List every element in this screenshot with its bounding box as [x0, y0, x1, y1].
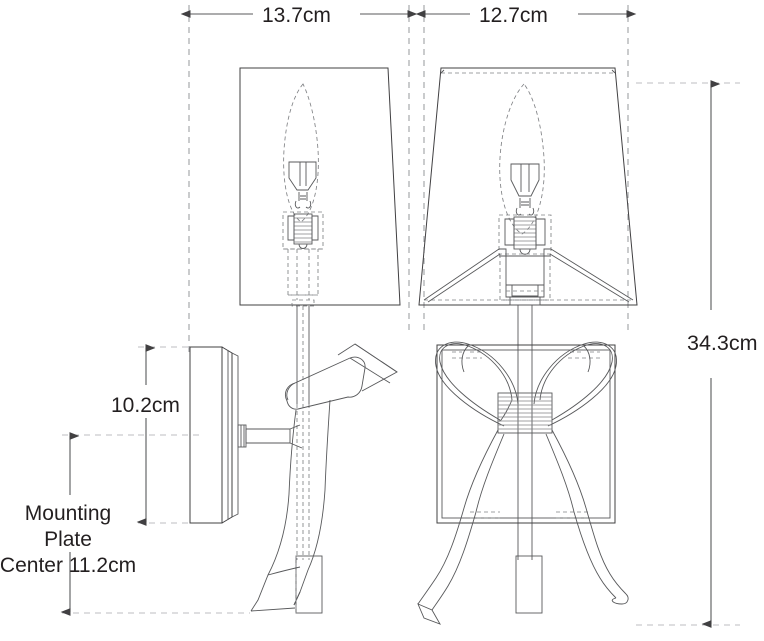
dimension-label-mounting-line-2: Plate	[44, 528, 92, 551]
ribbon-bow-side	[250, 343, 398, 614]
dimension-34-3cm: 34.3cm	[636, 80, 758, 628]
lamp-shade-front	[418, 67, 638, 306]
candle-bulb-front	[499, 83, 545, 235]
dimension-mounting-plate-center: Mounting Plate Center 11.2cm	[0, 432, 250, 616]
lamp-shade-side	[239, 67, 401, 306]
lamp-socket-side	[282, 211, 324, 307]
lamp-stem-side	[296, 306, 310, 560]
dimension-label-backplate-height: 10.2cm	[111, 394, 180, 417]
ribbon-bow-front	[417, 341, 629, 625]
view-side-elevation	[189, 67, 401, 614]
dimension-12-7cm: 12.7cm	[415, 4, 637, 27]
dimension-label-shade-width-front: 12.7cm	[479, 4, 548, 27]
dimension-label-mounting-line-1: Mounting	[25, 502, 111, 525]
dimension-label-shade-width-side: 13.7cm	[262, 4, 331, 27]
lamp-socket-front	[423, 214, 634, 306]
dimension-label-mounting-line-3: Center 11.2cm	[0, 554, 136, 577]
candle-bulb-side	[283, 83, 319, 223]
extension-lines	[188, 5, 629, 352]
view-front-elevation	[417, 67, 638, 625]
dimension-label-overall-height: 34.3cm	[687, 331, 758, 355]
mounting-arm-side	[237, 424, 303, 449]
square-backplate-front	[436, 344, 616, 524]
dimension-10-2cm: 10.2cm	[111, 344, 200, 526]
dimension-13-7cm: 13.7cm	[180, 4, 418, 27]
lamp-stem-front	[517, 305, 533, 560]
